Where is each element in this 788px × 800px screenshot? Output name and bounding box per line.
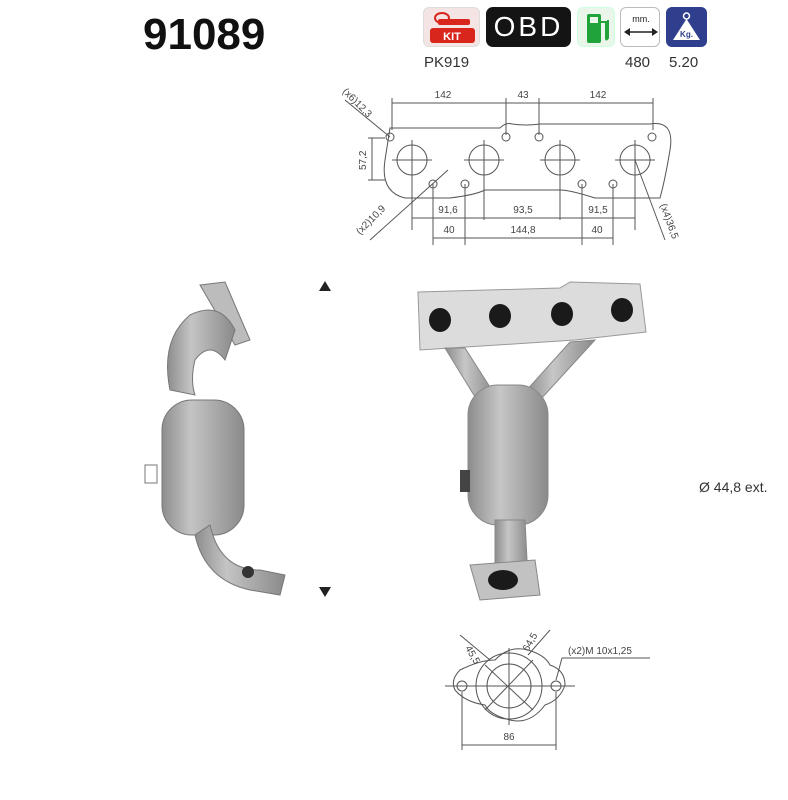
part-number: 91089 — [143, 10, 266, 59]
kit-code: PK919 — [424, 54, 470, 71]
bolt-label: (x2)M 10x1,25 — [568, 646, 632, 657]
dim-bottom-5: 144,8 — [510, 225, 535, 236]
outer-dia-label: 64,5 — [521, 631, 540, 654]
hole-label-bottom: (x2)10,9 — [354, 203, 388, 237]
svg-text:Kg.: Kg. — [680, 30, 693, 39]
dim-top-2: 43 — [517, 90, 529, 101]
pipe-diameter-label: Ø 44,8 ext. — [699, 479, 768, 495]
kit-badge: KIT — [423, 7, 480, 47]
hole-label-top: (x6)12,3 — [340, 86, 374, 120]
obd-badge: OBD — [486, 7, 571, 47]
dim-bottom-6: 40 — [591, 225, 603, 236]
top-marker-icon — [319, 281, 331, 291]
fuel-pump-icon — [587, 14, 609, 43]
svg-text:mm.: mm. — [632, 14, 650, 24]
bolt-spacing-label: 86 — [503, 732, 515, 743]
dim-bottom-4: 40 — [443, 225, 455, 236]
dim-bottom-3: 91,5 — [588, 205, 608, 216]
weight-value: 5.20 — [669, 54, 699, 71]
length-badge: mm. — [620, 7, 660, 47]
bottom-marker-icon — [319, 587, 331, 597]
svg-text:KIT: KIT — [443, 31, 461, 43]
inner-dia-label: 45,5 — [462, 644, 481, 667]
manifold-flange-drawing: 142 43 142 (x6)12,3 57,2 (x2)10,9 (x4)36… — [340, 86, 680, 245]
outlet-flange-drawing: 45,5 64,5 (x2)M 10x1,25 86 — [445, 629, 650, 750]
dim-top-3: 142 — [590, 90, 607, 101]
weight-badge: Kg. — [666, 7, 707, 47]
length-arrow-icon: mm. — [624, 14, 658, 36]
dim-bottom-1: 91,6 — [438, 205, 458, 216]
length-value: 480 — [625, 54, 651, 71]
converter-side-view — [144, 281, 286, 596]
fuel-badge — [577, 7, 615, 47]
port-label: (x4)36,5 — [657, 202, 680, 241]
dim-bottom-2: 93,5 — [513, 205, 533, 216]
height-dim: 57,2 — [358, 150, 369, 170]
kit-icon: KIT — [430, 12, 475, 43]
dim-top-1: 142 — [435, 90, 452, 101]
converter-front-view — [417, 281, 647, 601]
weight-icon: Kg. — [673, 12, 700, 40]
